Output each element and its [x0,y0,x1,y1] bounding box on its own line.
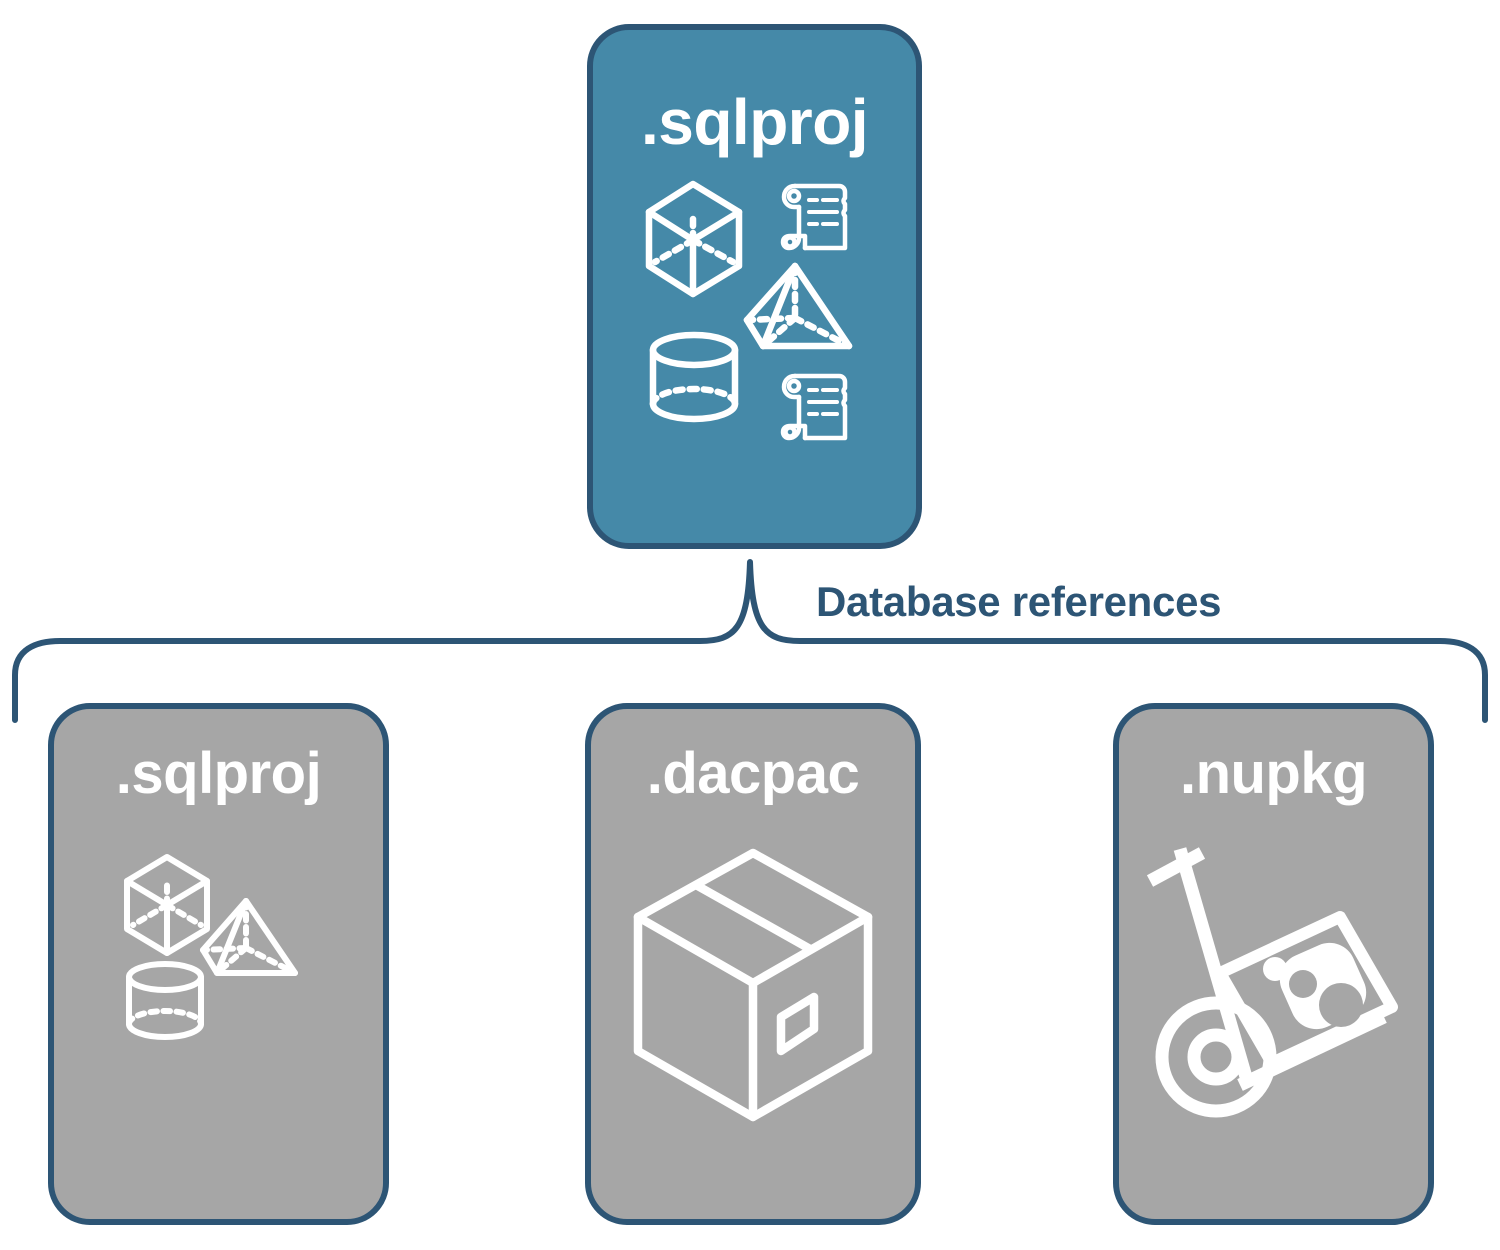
sqlproj-shapes-and-scripts-icon [645,180,852,441]
node-root-sqlproj-label: .sqlproj [640,86,869,158]
scroll-script-icon [780,183,847,251]
node-ref-sqlproj-icon-group [54,839,383,1199]
wireframe-cube-icon [645,180,742,298]
wireframe-pyramid-icon [200,898,298,976]
cardboard-box-icon [633,848,873,1122]
hand-truck-package-icon [1146,847,1398,1118]
scroll-script-icon [780,373,847,441]
node-ref-sqlproj-label: .sqlproj [115,741,322,806]
wireframe-cylinder-icon [126,961,204,1040]
node-ref-dacpac-label: .dacpac [646,741,860,806]
wireframe-cube-icon [124,854,210,956]
node-root-sqlproj[interactable]: .sqlproj [587,24,922,549]
node-ref-nupkg-label: .nupkg [1179,741,1368,806]
node-ref-dacpac[interactable]: .dacpac [585,703,921,1225]
wireframe-cylinder-icon [649,331,738,423]
sqlproj-shapes-icon [124,854,298,1040]
bracket-label: Database references [816,578,1222,625]
node-ref-sqlproj[interactable]: .sqlproj [48,703,389,1225]
wireframe-pyramid-icon [743,262,852,350]
node-ref-nupkg-icon-group [1119,839,1428,1199]
node-ref-nupkg[interactable]: .nupkg [1113,703,1434,1225]
node-root-sqlproj-icon-group [593,170,916,460]
node-ref-dacpac-icon-group [591,839,915,1199]
